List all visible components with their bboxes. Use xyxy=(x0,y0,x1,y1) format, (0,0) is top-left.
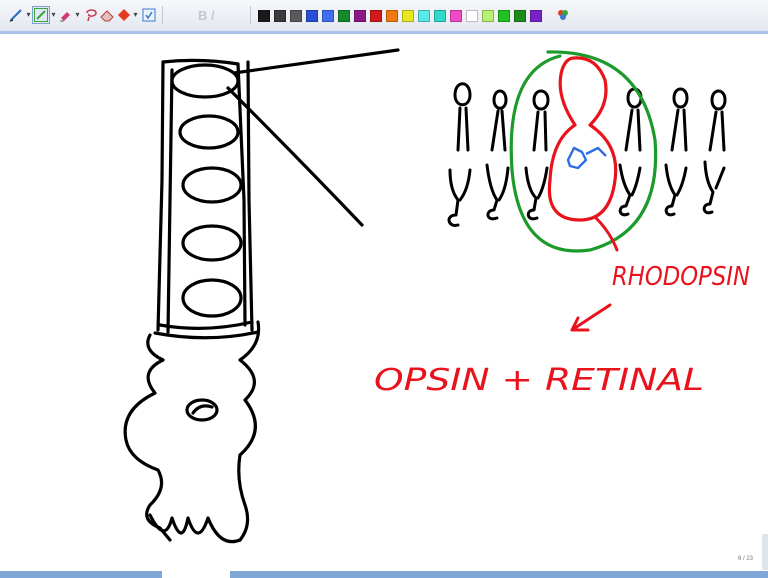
insert-space-icon[interactable] xyxy=(141,7,157,23)
text-format-glyphs: B / xyxy=(198,8,215,23)
color-swatch[interactable] xyxy=(274,10,286,22)
color-swatch[interactable] xyxy=(306,10,318,22)
color-picker-icon[interactable] xyxy=(555,7,571,23)
color-swatch[interactable] xyxy=(418,10,430,22)
retinal-molecule xyxy=(568,148,606,168)
color-swatch[interactable] xyxy=(322,10,334,22)
highlighter-dropdown-icon[interactable]: ▾ xyxy=(74,7,81,23)
pen-select-dropdown-icon[interactable]: ▾ xyxy=(50,7,57,23)
color-swatch[interactable] xyxy=(338,10,350,22)
pen-dropdown-icon[interactable]: ▾ xyxy=(25,7,32,23)
color-swatch[interactable] xyxy=(258,10,270,22)
pen-icon[interactable] xyxy=(8,7,24,23)
opsin-retinal-label: OPSIN + RETINAL xyxy=(374,363,704,398)
color-swatch[interactable] xyxy=(290,10,302,22)
arrow-icon xyxy=(572,305,610,330)
page-indicator: 6 / 23 xyxy=(738,556,753,562)
color-swatch[interactable] xyxy=(530,10,542,22)
lasso-icon[interactable] xyxy=(83,7,99,23)
color-swatch[interactable] xyxy=(386,10,398,22)
color-swatch[interactable] xyxy=(402,10,414,22)
pen-frame-icon[interactable] xyxy=(33,7,49,23)
toolbar: ▾ ▾ ▾ ▾ B / xyxy=(0,0,768,32)
eraser-icon[interactable] xyxy=(99,7,115,23)
color-swatch[interactable] xyxy=(498,10,510,22)
highlighter-icon[interactable] xyxy=(58,7,74,23)
toolbar-separator xyxy=(162,6,163,24)
shape-icon[interactable] xyxy=(116,7,132,23)
vertical-scrollbar[interactable] xyxy=(762,534,768,570)
bottom-status-bar xyxy=(0,571,768,578)
color-swatch[interactable] xyxy=(354,10,366,22)
color-swatch[interactable] xyxy=(370,10,382,22)
color-swatch[interactable] xyxy=(466,10,478,22)
color-swatch[interactable] xyxy=(514,10,526,22)
shape-dropdown-icon[interactable]: ▾ xyxy=(132,7,139,23)
color-swatch[interactable] xyxy=(482,10,494,22)
writing-canvas[interactable]: RHODOPSIN OPSIN + RETINAL xyxy=(0,34,768,570)
rhodopsin-label: RHODOPSIN xyxy=(612,262,750,292)
opsin-protein-outline xyxy=(549,58,615,220)
rod-cell-drawing xyxy=(125,50,398,542)
toolbar-separator xyxy=(250,6,251,24)
color-swatch[interactable] xyxy=(450,10,462,22)
color-swatch[interactable] xyxy=(434,10,446,22)
bottom-bar-gap xyxy=(162,571,230,578)
